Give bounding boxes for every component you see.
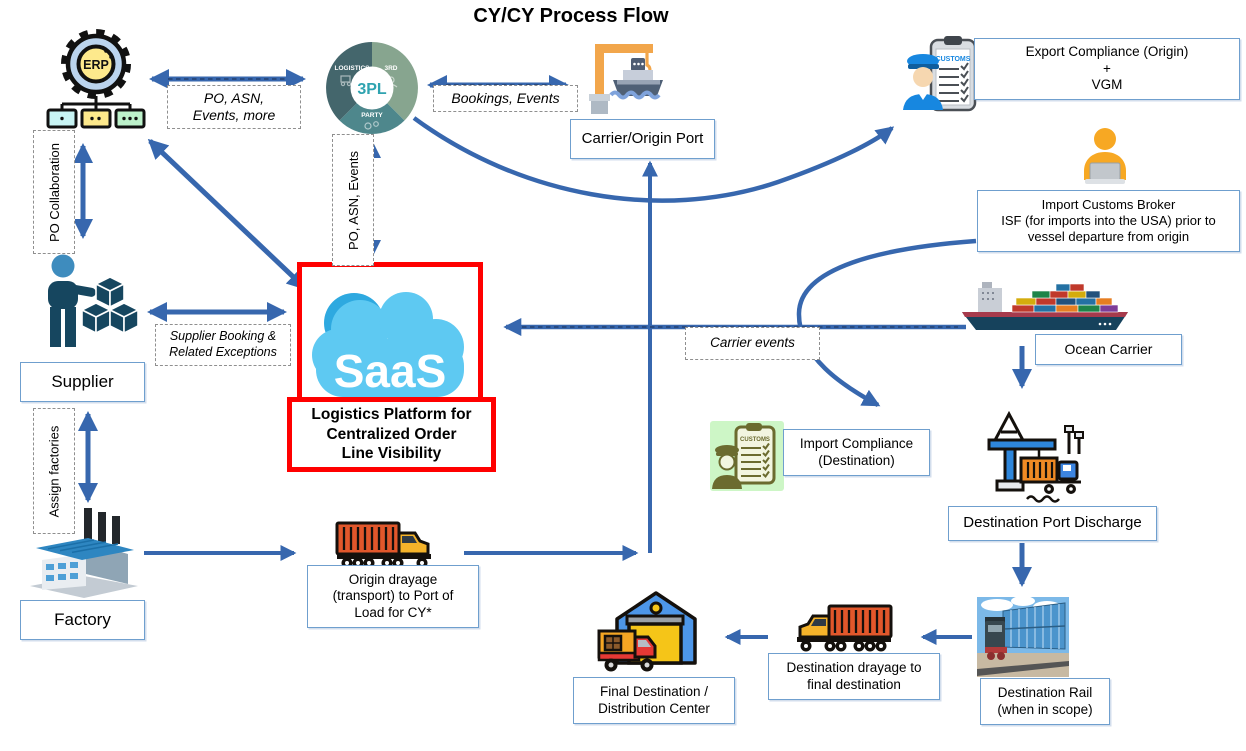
import-customs-badge: CUSTOMS <box>740 437 770 443</box>
export-compliance-line1: Export Compliance (Origin) <box>1025 44 1189 60</box>
import-customs-officer-icon: CUSTOMS <box>710 421 784 491</box>
dest-container-truck-icon <box>797 604 893 652</box>
origin-drayage-line3: Load for CY* <box>354 604 432 620</box>
saas-platform-caption: Logistics Platform for Centralized Order… <box>287 397 496 472</box>
final-destination-line1: Final Destination / <box>599 684 709 700</box>
import-broker-line3: vessel departure from origin <box>1027 228 1190 244</box>
erp-gear-icon: ERP <box>46 29 146 129</box>
final-destination-line2: Distribution Center <box>598 700 710 716</box>
ocean-carrier-box: Ocean Carrier <box>1035 334 1182 365</box>
connector-erp-saas-diagonal <box>147 138 308 291</box>
warehouse-delivery-truck-icon <box>597 591 697 672</box>
3pl-seg-party: PARTY <box>361 112 383 119</box>
export-compliance-line3: VGM <box>1091 77 1123 93</box>
customs-officer-clipboard-icon: CUSTOMS <box>903 36 977 112</box>
freight-train-icon <box>977 597 1069 677</box>
origin-drayage-box: Origin drayage (transport) to Port of Lo… <box>307 565 479 628</box>
3pl-center-label: 3PL <box>357 81 387 98</box>
import-broker-line1: Import Customs Broker <box>1041 197 1176 213</box>
dest-rail-line1: Destination Rail <box>997 685 1093 701</box>
import-broker-line2: ISF (for imports into the USA) prior to <box>1001 213 1216 229</box>
import-compliance-line2: (Destination) <box>818 452 895 468</box>
saas-caption-line1: Logistics Platform for <box>311 406 472 424</box>
edge-label-po-collaboration: PO Collaboration <box>33 130 75 254</box>
erp-label: ERP <box>83 58 109 72</box>
edge-label-assign-factories: Assign factories <box>33 408 75 534</box>
3pl-donut-icon: 3PL LOGISTICS 3RD PARTY <box>326 42 418 134</box>
connector-broker-importcompliance-curve <box>796 238 977 407</box>
dest-rail-line2: (when in scope) <box>997 701 1093 717</box>
saas-caption-line3: Line Visibility <box>341 445 442 463</box>
supplier-label: Supplier <box>51 371 114 391</box>
origin-drayage-line1: Origin drayage <box>348 571 438 587</box>
harbor-crane-ship-icon <box>589 44 663 114</box>
export-customs-badge: CUSTOMS <box>936 56 971 63</box>
saas-cloud-text: SaaS <box>334 345 447 397</box>
person-with-boxes-icon <box>48 254 139 347</box>
dest-drayage-line2: final destination <box>807 676 901 692</box>
edge-label-carrier-events: Carrier events <box>685 327 820 360</box>
port-crane-truck-icon <box>987 410 1084 503</box>
supplier-box: Supplier <box>20 362 145 402</box>
dest-rail-box: Destination Rail (when in scope) <box>980 678 1110 725</box>
origin-drayage-line2: (transport) to Port of <box>332 588 454 604</box>
carrier-origin-port-box: Carrier/Origin Port <box>570 119 715 159</box>
person-laptop-icon <box>1084 128 1126 184</box>
factory-building-icon <box>30 508 138 598</box>
connector-3pl-exportcompliance-curve <box>412 116 895 203</box>
edge-label-supplier-booking: Supplier Booking & Related Exceptions <box>155 324 291 366</box>
export-compliance-box: Export Compliance (Origin) + VGM <box>974 38 1240 100</box>
carrier-origin-port-label: Carrier/Origin Port <box>581 129 704 147</box>
dest-drayage-line1: Destination drayage to <box>786 660 922 676</box>
page-title: CY/CY Process Flow <box>473 5 669 27</box>
edge-label-po-asn-events: PO, ASN, Events <box>332 134 374 266</box>
dest-port-discharge-box: Destination Port Discharge <box>948 506 1157 541</box>
saas-cloud-icon: SaaS <box>312 292 464 397</box>
3pl-seg-logistics: LOGISTICS <box>334 65 370 72</box>
import-compliance-line1: Import Compliance <box>799 436 914 452</box>
dest-port-discharge-label: Destination Port Discharge <box>963 514 1142 532</box>
export-compliance-line2: + <box>1103 60 1111 76</box>
edge-label-po-asn-more: PO, ASN, Events, more <box>167 85 301 129</box>
final-destination-box: Final Destination / Distribution Center <box>573 677 735 724</box>
factory-box: Factory <box>20 600 145 640</box>
factory-label: Factory <box>54 609 111 629</box>
saas-caption-line2: Centralized Order <box>326 425 457 443</box>
ocean-carrier-label: Ocean Carrier <box>1064 340 1153 357</box>
edge-label-bookings-events: Bookings, Events <box>433 85 578 112</box>
container-ship-icon <box>962 282 1128 330</box>
saas-platform-node: SaaS <box>297 262 483 445</box>
import-broker-box: Import Customs Broker ISF (for imports i… <box>977 190 1240 252</box>
dest-drayage-box: Destination drayage to final destination <box>768 653 940 700</box>
3pl-seg-3rd: 3RD <box>384 65 397 72</box>
import-compliance-box: Import Compliance (Destination) <box>783 429 930 476</box>
